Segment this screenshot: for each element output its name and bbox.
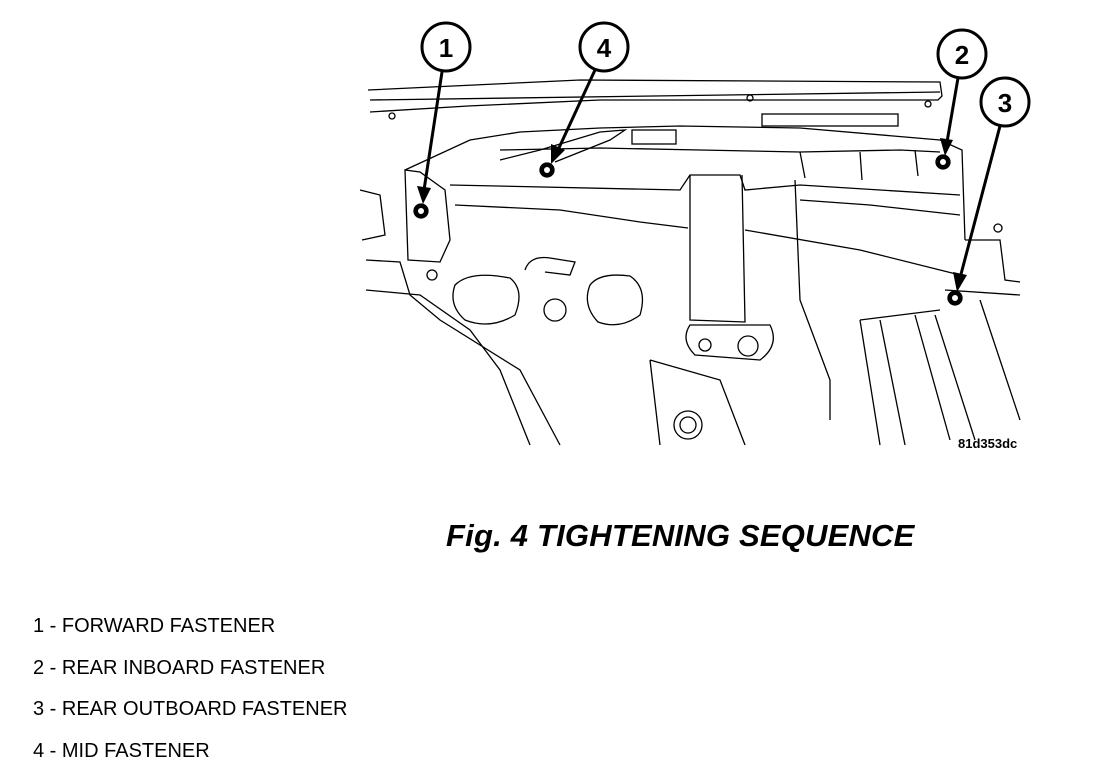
opening-left xyxy=(452,274,520,325)
lower-bolt xyxy=(673,410,703,440)
rear-inboard-fastener xyxy=(935,154,951,170)
channel-diagonal xyxy=(744,229,961,276)
callout-number: 3 xyxy=(998,88,1012,118)
upper-panel-outline xyxy=(367,79,943,113)
center-rib xyxy=(799,149,919,181)
rear-outboard-fastener xyxy=(947,290,963,306)
left-mount xyxy=(404,169,451,263)
figure-id-label: 81d353dc xyxy=(958,436,1018,451)
left-body xyxy=(359,189,386,241)
legend-item: 1 - FORWARD FASTENER xyxy=(33,615,276,637)
right-hole xyxy=(993,223,1003,233)
hook-bracket xyxy=(524,256,576,276)
lower-base xyxy=(649,359,746,446)
mid-fastener xyxy=(539,162,555,178)
base-bolt xyxy=(737,335,759,357)
callout-4: 4 xyxy=(578,21,630,73)
left-frame xyxy=(365,259,561,446)
body-ridge-inner xyxy=(499,147,941,153)
legend-item: 4 - MID FASTENER xyxy=(33,739,210,762)
base-plate xyxy=(685,324,774,361)
callout-arrow-3 xyxy=(953,125,1002,292)
callout-number: 2 xyxy=(955,40,969,70)
panel-tab xyxy=(631,129,677,145)
panel-hole xyxy=(924,100,932,108)
center-column-right xyxy=(794,179,831,420)
callout-arrow-2 xyxy=(940,77,960,156)
left-hole xyxy=(426,269,438,281)
callout-arrow-4 xyxy=(551,69,597,164)
channel-right xyxy=(799,199,961,216)
callout-2: 2 xyxy=(936,28,988,80)
tightening-sequence-illustration: 1 4 2 3 xyxy=(359,21,1031,446)
channel-lower xyxy=(454,204,689,229)
figure-caption: Fig. 4 TIGHTENING SEQUENCE xyxy=(446,518,915,553)
panel-hole xyxy=(746,94,754,102)
body-ridge xyxy=(404,125,966,241)
panel-slot xyxy=(761,113,899,127)
callout-3: 3 xyxy=(979,76,1031,128)
channel-upper xyxy=(449,174,961,196)
callout-number: 4 xyxy=(597,33,612,63)
lower-bolt-inner xyxy=(679,416,697,434)
base-bolt xyxy=(698,338,712,352)
legend-list: 1 - FORWARD FASTENER 2 - REAR INBOARD FA… xyxy=(33,612,348,778)
callout-arrow-1 xyxy=(417,71,444,204)
callout-1: 1 xyxy=(420,21,472,73)
upper-panel-edge xyxy=(369,91,941,101)
legend-item: 3 - REAR OUTBOARD FASTENER xyxy=(33,698,348,721)
mid-bracket xyxy=(499,129,628,163)
opening-right xyxy=(586,274,644,326)
round-port xyxy=(543,298,567,322)
right-ribs xyxy=(859,299,1021,446)
legend-item: 2 - REAR INBOARD FASTENER xyxy=(33,656,326,679)
panel-hole xyxy=(388,112,396,120)
center-column xyxy=(689,174,746,323)
left-frame-lower xyxy=(365,289,531,446)
callout-number: 1 xyxy=(439,33,453,63)
forward-fastener xyxy=(413,203,429,219)
